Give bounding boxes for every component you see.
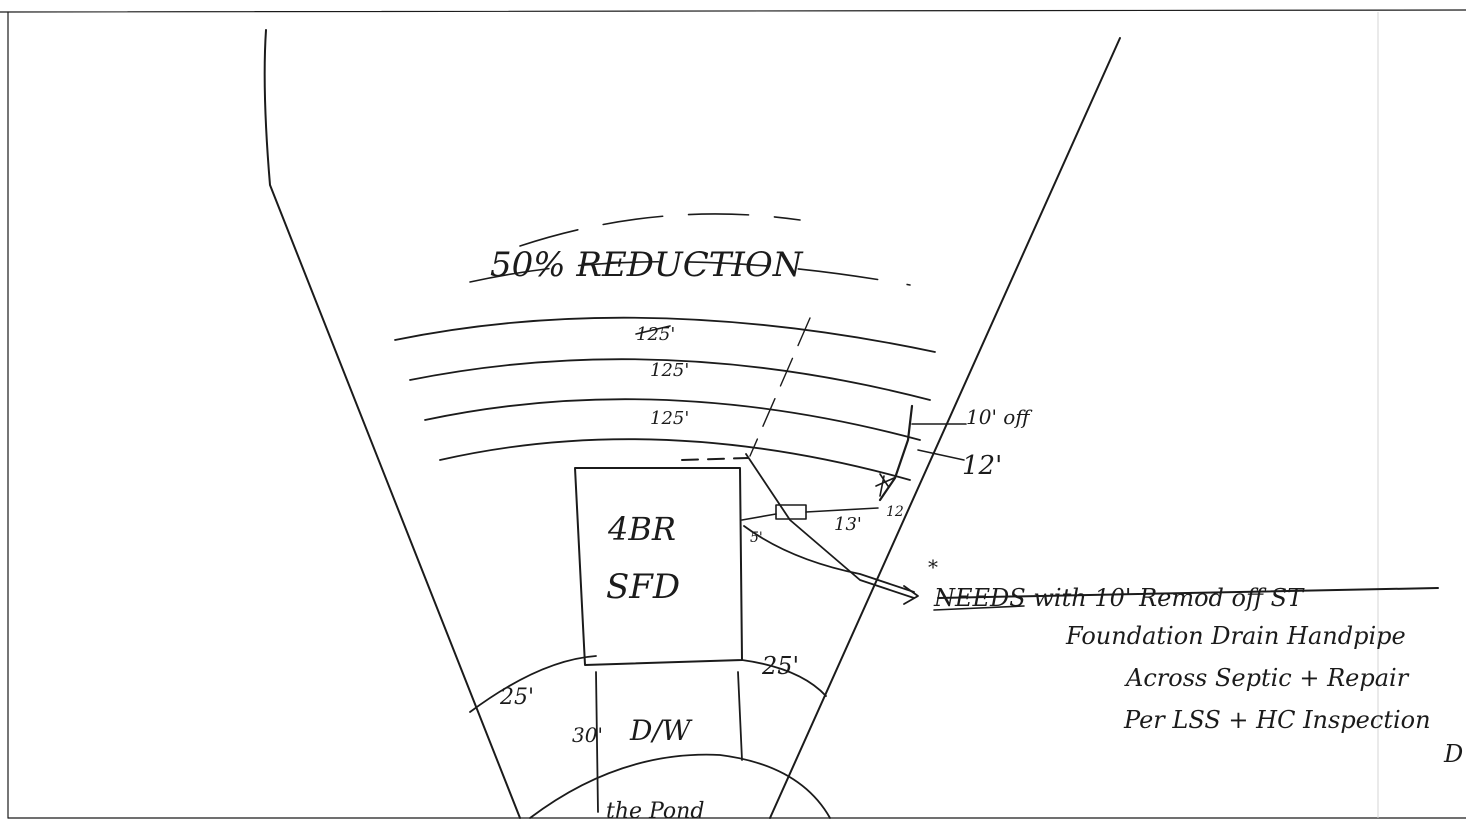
side-dim-top: 10' off (966, 405, 1033, 429)
ring-label-3: 125' (650, 408, 689, 429)
pipe-segment-b (805, 507, 879, 513)
side-dim-small: 12 (886, 504, 904, 520)
setback-arc-left (469, 655, 597, 713)
house-top-dash (681, 457, 749, 461)
note-line-3: Across Septic + Repair (1124, 664, 1410, 692)
note-line-2: Foundation Drain Handpipe (1065, 622, 1406, 650)
reduction-heading: 50% REDUCTION (490, 245, 804, 285)
dim-leader-mid (917, 449, 965, 461)
side-bracket (878, 404, 914, 502)
pond-label: the Pond (606, 799, 704, 822)
setback-right-label: 25' (761, 652, 799, 680)
note-strike-through (937, 587, 1439, 599)
note-underline (933, 605, 1025, 611)
building-label-line2: SFD (606, 567, 680, 607)
cleanout-mark (875, 473, 895, 497)
setback-left-label: 25' (499, 685, 534, 710)
note-asterisk: * (928, 555, 938, 579)
setback-ring-4 (439, 438, 911, 481)
corner-leader-dashed (749, 317, 811, 457)
setback-ring-3 (424, 398, 921, 441)
note-arrow-1 (745, 453, 915, 599)
pipe-segment-a (741, 513, 777, 521)
ring-label-2: 125' (650, 360, 689, 381)
driveway-left-edge (595, 671, 599, 813)
driveway-width: 30' (572, 723, 603, 747)
note-line-5: D (1443, 740, 1463, 768)
driveway-label: D/W (629, 714, 693, 747)
note-arrow-2 (743, 525, 915, 593)
pipe-run-dim: 13' (834, 514, 862, 535)
setback-ring-2 (409, 358, 931, 401)
reduction-arc-mid (469, 260, 911, 286)
note-line-4: Per LSS + HC Inspection (1123, 706, 1431, 734)
side-dim-mid: 12' (962, 451, 1002, 481)
note-arrowhead (903, 585, 919, 605)
setback-ring-1 (394, 316, 936, 353)
top-border (0, 9, 1466, 13)
reduction-arc-top (519, 213, 801, 247)
pond-arc (529, 753, 831, 819)
ring-label-1: 125' (636, 324, 675, 345)
driveway-right-edge (737, 671, 743, 761)
lot-line-left (263, 29, 521, 819)
building-label-line1: 4BR (607, 510, 676, 548)
lot-line-right (769, 37, 1121, 819)
ring-label-strike (635, 325, 671, 335)
house-gap-dim: 5' (750, 530, 763, 546)
setback-arc-right (741, 659, 827, 697)
